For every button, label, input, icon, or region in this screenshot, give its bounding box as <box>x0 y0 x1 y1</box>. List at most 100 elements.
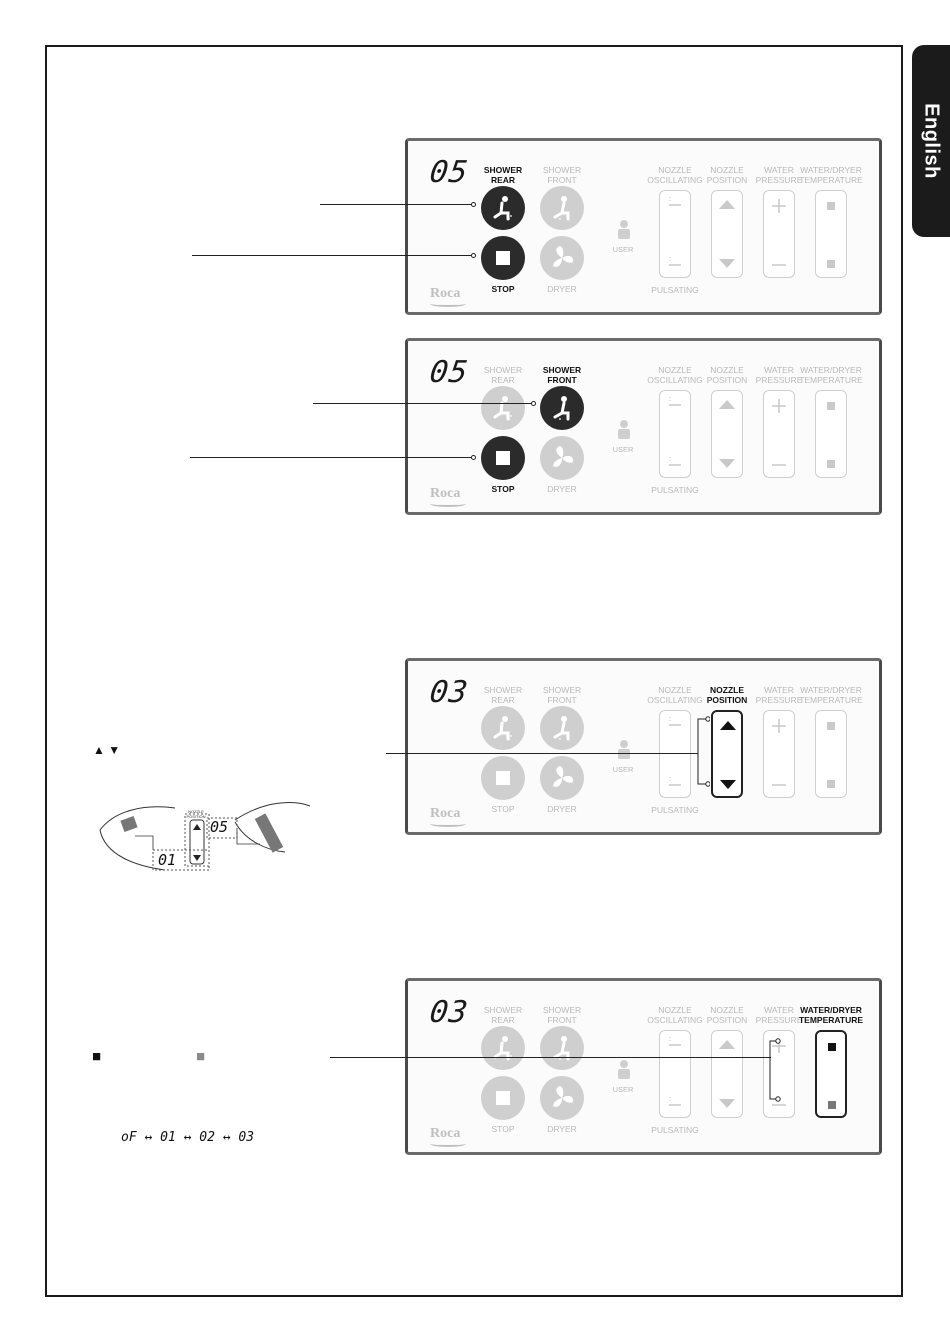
label-shower-rear: SHOWER REAR <box>483 165 523 185</box>
water-pressure-slot[interactable] <box>763 1030 795 1118</box>
brand-logo-wave <box>430 1141 466 1147</box>
callout-line-nozzle-position <box>386 753 698 754</box>
callout-line-stop-2 <box>190 457 474 458</box>
label-nozzle-oscillating: NOZZLE OSCILLATING <box>647 685 703 705</box>
shower-front-button[interactable] <box>540 1026 584 1070</box>
nozzle-oscillating-slot[interactable] <box>659 1030 691 1118</box>
dryer-button[interactable] <box>540 756 584 800</box>
stop-button[interactable] <box>481 436 525 480</box>
panel-display: 05 <box>427 355 471 390</box>
label-water-dryer-temperature: WATER/DRYER TEMPERATURE <box>799 365 863 385</box>
label-stop: STOP <box>491 484 515 494</box>
temperature-bracket <box>769 1038 781 1102</box>
nozzle-position-slot[interactable] <box>711 710 743 798</box>
callout-dot <box>531 401 536 406</box>
temp-square-grey-icon: ■ <box>196 1048 206 1065</box>
shower-front-button[interactable] <box>540 706 584 750</box>
label-shower-front: SHOWER FRONT <box>542 685 582 705</box>
language-tab-label: English <box>920 103 943 179</box>
dryer-button[interactable] <box>540 436 584 480</box>
label-nozzle-position: NOZZLE POSITION <box>706 1005 748 1025</box>
water-pressure-slot[interactable] <box>763 390 795 478</box>
brand-logo: Roca <box>430 486 461 501</box>
label-shower-front: SHOWER FRONT <box>542 365 582 385</box>
panel-display: 05 <box>427 155 471 190</box>
brand-logo: Roca <box>430 806 461 821</box>
user-icon[interactable] <box>614 1059 634 1081</box>
shower-rear-button[interactable] <box>481 706 525 750</box>
stop-button[interactable] <box>481 236 525 280</box>
page-frame <box>45 45 903 1297</box>
label-nozzle-oscillating: NOZZLE OSCILLATING <box>647 365 703 385</box>
water-dryer-temperature-slot[interactable] <box>815 390 847 478</box>
nozzle-fig-label: NOZZLE POSITION <box>186 809 206 819</box>
panel-display: 03 <box>427 995 471 1030</box>
user-icon[interactable] <box>614 219 634 241</box>
shower-rear-button[interactable] <box>481 386 525 430</box>
label-pulsating: PULSATING <box>651 1125 699 1135</box>
label-shower-rear: SHOWER REAR <box>483 685 523 705</box>
brand-logo: Roca <box>430 1126 461 1141</box>
label-shower-front: SHOWER FRONT <box>542 1005 582 1025</box>
label-water-pressure: WATER PRESSURE <box>755 365 803 385</box>
label-nozzle-position: NOZZLE POSITION <box>706 365 748 385</box>
label-dryer: DRYER <box>547 1124 577 1134</box>
stop-button[interactable] <box>481 1076 525 1120</box>
label-nozzle-oscillating: NOZZLE OSCILLATING <box>647 165 703 185</box>
user-icon[interactable] <box>614 419 634 441</box>
nozzle-oscillating-slot[interactable] <box>659 710 691 798</box>
brand-logo: Roca <box>430 286 461 301</box>
label-user: USER <box>612 445 634 454</box>
nozzle-oscillating-slot[interactable] <box>659 190 691 278</box>
nozzle-position-slot[interactable] <box>711 1030 743 1118</box>
nozzle-oscillating-slot[interactable] <box>659 390 691 478</box>
callout-dot <box>471 455 476 460</box>
label-shower-rear: SHOWER REAR <box>483 1005 523 1025</box>
water-dryer-temperature-slot[interactable] <box>815 710 847 798</box>
shower-front-button[interactable] <box>540 386 584 430</box>
control-panel: 03 SHOWER REAR SHOWER FRONT NOZZLE OSCILLAT… <box>405 658 882 835</box>
label-pulsating: PULSATING <box>651 485 699 495</box>
callout-dot <box>471 202 476 207</box>
water-pressure-slot[interactable] <box>763 710 795 798</box>
water-pressure-slot[interactable] <box>763 190 795 278</box>
nozzle-illustration <box>99 802 311 871</box>
brand-logo-wave <box>430 821 466 827</box>
label-water-pressure: WATER PRESSURE <box>755 685 803 705</box>
water-dryer-temperature-slot[interactable] <box>815 1030 847 1118</box>
dryer-button[interactable] <box>540 236 584 280</box>
stop-button[interactable] <box>481 756 525 800</box>
temp-square-black-icon: ■ <box>92 1048 102 1065</box>
dryer-button[interactable] <box>540 1076 584 1120</box>
user-icon[interactable] <box>614 739 634 761</box>
water-dryer-temperature-slot[interactable] <box>815 190 847 278</box>
shower-rear-button[interactable] <box>481 186 525 230</box>
up-down-arrows: ▲ ▼ <box>93 743 121 757</box>
callout-line-temperature <box>330 1057 771 1058</box>
label-dryer: DRYER <box>547 804 577 814</box>
label-water-dryer-temperature: WATER/DRYER TEMPERATURE <box>799 165 863 185</box>
label-water-pressure: WATER PRESSURE <box>755 1005 803 1025</box>
label-user: USER <box>612 245 634 254</box>
label-stop: STOP <box>491 804 515 814</box>
label-pulsating: PULSATING <box>651 285 699 295</box>
label-dryer: DRYER <box>547 284 577 294</box>
panel-display: 03 <box>427 675 471 710</box>
nozzle-fig-display-bottom: 01 <box>158 851 177 869</box>
callout-line-shower-rear <box>320 204 474 205</box>
temperature-sequence: oF ↔ 01 ↔ 02 ↔ 03 <box>121 1130 255 1145</box>
language-tab[interactable]: English <box>912 45 950 237</box>
nozzle-bracket <box>697 716 710 787</box>
brand-logo-wave <box>430 301 466 307</box>
label-pulsating: PULSATING <box>651 805 699 815</box>
shower-rear-button[interactable] <box>481 1026 525 1070</box>
nozzle-position-slot[interactable] <box>711 390 743 478</box>
label-stop: STOP <box>491 284 515 294</box>
callout-line-shower-front <box>313 403 534 404</box>
nozzle-position-slot[interactable] <box>711 190 743 278</box>
shower-front-button[interactable] <box>540 186 584 230</box>
label-water-dryer-temperature: WATER/DRYER TEMPERATURE <box>799 685 863 705</box>
